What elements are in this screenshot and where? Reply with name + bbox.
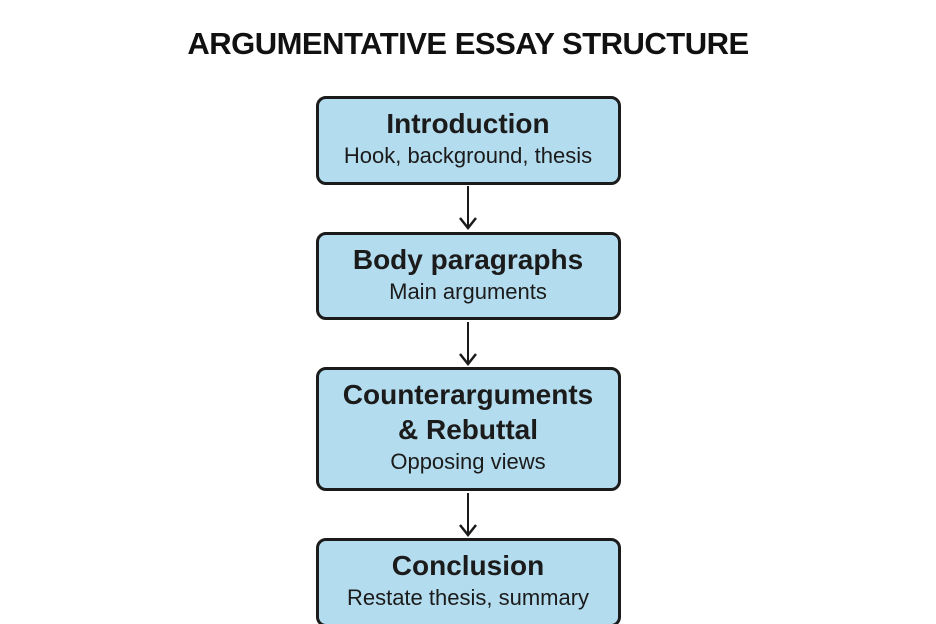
step-heading: Body paragraphs xyxy=(352,243,584,275)
step-box-introduction: Introduction Hook, background, thesis xyxy=(315,96,621,185)
step-heading: Introduction xyxy=(386,108,550,139)
arrow-down-icon xyxy=(456,491,480,538)
step-subtext: Hook, background, thesis xyxy=(343,143,593,168)
step-box-body-paragraphs: Body paragraphs Main arguments xyxy=(315,231,621,321)
step-heading: Conclusion xyxy=(391,550,545,582)
step-heading: Counterarguments & Rebuttal xyxy=(342,379,594,446)
step-subtext: Restate thesis, summary xyxy=(346,585,590,611)
page-title: ARGUMENTATIVE ESSAY STRUCTURE xyxy=(187,26,749,61)
arrow-down-icon xyxy=(456,185,480,232)
flowchart: Introduction Hook, background, thesis Bo… xyxy=(0,96,936,624)
step-box-conclusion: Conclusion Restate thesis, summary xyxy=(315,538,621,624)
step-subtext: Main arguments xyxy=(389,278,547,304)
step-subtext: Opposing views xyxy=(390,449,546,475)
step-box-counterarguments: Counterarguments & Rebuttal Opposing vie… xyxy=(315,367,621,492)
arrow-down-icon xyxy=(456,320,480,367)
